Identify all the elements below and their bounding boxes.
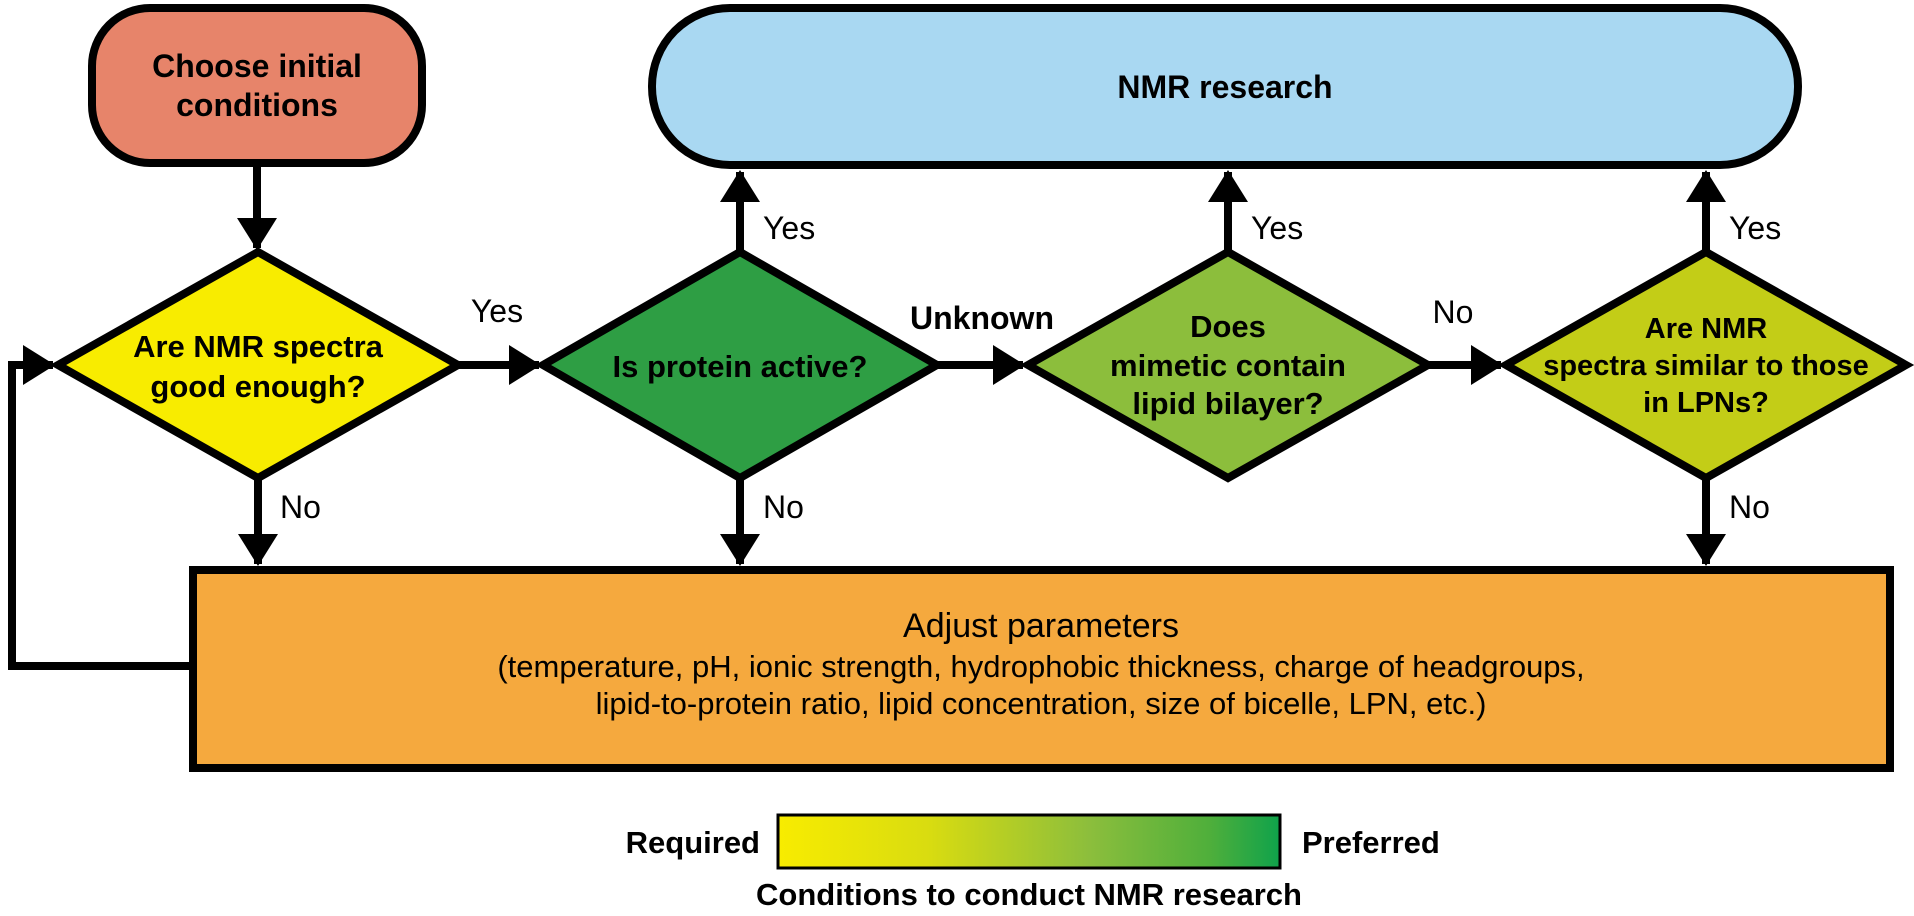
spectra-similar-line2: spectra similar to those bbox=[1543, 350, 1869, 382]
legend-caption: Conditions to conduct NMR research bbox=[756, 877, 1302, 911]
nmr-research-label: NMR research bbox=[1117, 69, 1332, 105]
start-label-line1: Choose initial bbox=[152, 48, 362, 84]
node-decision-protein-active bbox=[534, 247, 946, 483]
label-spectra-similar-no: No bbox=[1729, 489, 1770, 525]
legend-preferred-label: Preferred bbox=[1302, 825, 1440, 860]
label-mimetic-no: No bbox=[1433, 294, 1474, 330]
mimetic-line1: Does bbox=[1190, 309, 1266, 344]
label-protein-active-no: No bbox=[763, 489, 804, 525]
mimetic-line3: lipid bilayer? bbox=[1132, 386, 1323, 421]
adjust-parameters-line3: lipid-to-protein ratio, lipid concentrat… bbox=[596, 686, 1487, 721]
node-decision-spectra-good-enough bbox=[49, 247, 467, 483]
protein-active-label: Is protein active? bbox=[613, 349, 868, 384]
spectra-good-line1: Are NMR spectra bbox=[133, 329, 384, 364]
node-decision-mimetic-bilayer bbox=[1019, 247, 1437, 483]
spectra-similar-line1: Are NMR bbox=[1645, 313, 1768, 345]
edge-adjust-feedback-to-spectra-good bbox=[8, 345, 193, 670]
label-protein-active-unknown: Unknown bbox=[910, 300, 1054, 336]
adjust-parameters-line2: (temperature, pH, ionic strength, hydrop… bbox=[497, 649, 1584, 684]
node-decision-spectra-similar-lpn bbox=[1497, 247, 1914, 483]
spectra-similar-line3: in LPNs? bbox=[1643, 387, 1769, 419]
legend-required-label: Required bbox=[626, 825, 760, 860]
node-adjust-parameters bbox=[189, 566, 1894, 772]
legend: Required Preferred Conditions to conduct… bbox=[626, 813, 1440, 912]
start-label-line2: conditions bbox=[176, 87, 338, 123]
label-spectra-similar-yes: Yes bbox=[1729, 210, 1781, 246]
legend-gradient-bar bbox=[776, 813, 1282, 870]
mimetic-line2: mimetic contain bbox=[1110, 348, 1346, 383]
label-spectra-good-no: No bbox=[280, 489, 321, 525]
node-nmr-research-terminal bbox=[648, 4, 1802, 169]
label-mimetic-yes: Yes bbox=[1251, 210, 1303, 246]
spectra-good-line2: good enough? bbox=[150, 369, 365, 404]
label-spectra-good-yes: Yes bbox=[471, 293, 523, 329]
adjust-parameters-title: Adjust parameters bbox=[903, 607, 1179, 645]
label-protein-active-yes: Yes bbox=[763, 210, 815, 246]
edge-labels: Yes No Yes Unknown No Yes No Yes No bbox=[280, 210, 1781, 525]
edges bbox=[8, 165, 1726, 670]
nodes: Choose initial conditions NMR research A… bbox=[49, 4, 1914, 772]
node-start-terminal bbox=[88, 4, 426, 167]
